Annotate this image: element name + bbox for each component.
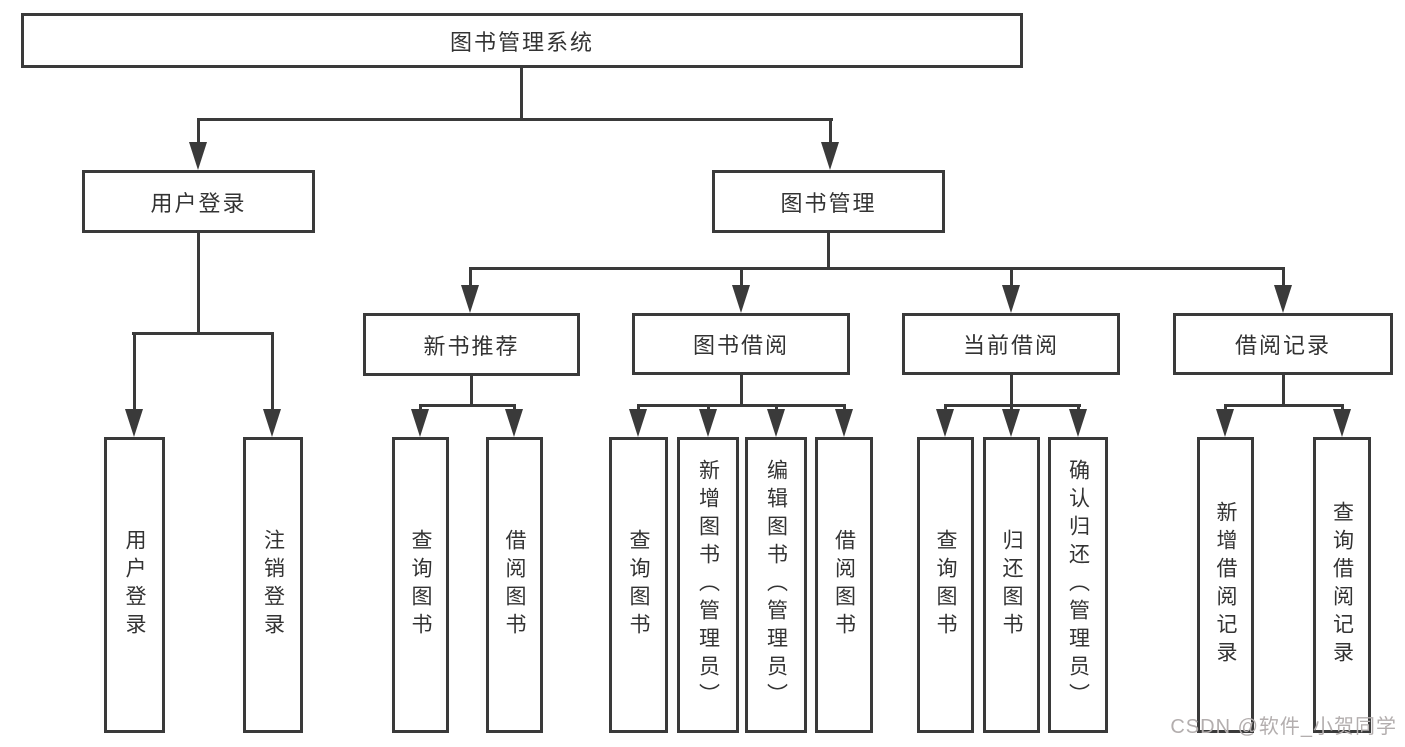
arrow-down-icon <box>629 409 647 437</box>
arrow-down-icon <box>936 409 954 437</box>
leaf-query-books-current: 查询图书 <box>917 437 974 733</box>
arrow-down-icon <box>461 285 479 313</box>
node-borrowing-records: 借阅记录 <box>1173 313 1393 375</box>
connector-line <box>740 267 743 288</box>
connector-line <box>419 404 516 407</box>
arrow-down-icon <box>125 409 143 437</box>
arrow-down-icon <box>505 409 523 437</box>
node-book-management: 图书管理 <box>712 170 945 233</box>
connector-line <box>1282 372 1285 407</box>
connector-line <box>197 233 200 334</box>
arrow-down-icon <box>1069 409 1087 437</box>
arrow-down-icon <box>1216 409 1234 437</box>
connector-line <box>132 332 274 335</box>
node-current-borrowing: 当前借阅 <box>902 313 1120 375</box>
connector-line <box>827 233 830 270</box>
arrow-down-icon <box>699 409 717 437</box>
arrow-down-icon <box>821 142 839 170</box>
connector-line <box>829 118 832 146</box>
arrow-down-icon <box>1333 409 1351 437</box>
arrow-down-icon <box>835 409 853 437</box>
connector-line <box>197 118 833 121</box>
leaf-edit-book-admin: 编辑图书（管理员） <box>745 437 807 733</box>
node-book-borrowing: 图书借阅 <box>632 313 850 375</box>
connector-line <box>197 118 200 146</box>
connector-line <box>1282 267 1285 288</box>
arrow-down-icon <box>1274 285 1292 313</box>
connector-line <box>740 373 743 407</box>
connector-line <box>470 373 473 407</box>
connector-line <box>1224 404 1344 407</box>
node-user-login: 用户登录 <box>82 170 315 233</box>
leaf-borrow-books-recommend: 借阅图书 <box>486 437 543 733</box>
connector-line <box>520 68 523 120</box>
leaf-confirm-return-admin: 确认归还（管理员） <box>1048 437 1108 733</box>
leaf-return-books: 归还图书 <box>983 437 1040 733</box>
connector-line <box>271 332 274 412</box>
arrow-down-icon <box>263 409 281 437</box>
leaf-user-login: 用户登录 <box>104 437 165 733</box>
connector-line <box>1010 267 1013 288</box>
connector-line <box>133 332 136 412</box>
arrow-down-icon <box>189 142 207 170</box>
watermark: CSDN @软件_小贺同学 <box>1170 716 1397 738</box>
leaf-query-books-recommend: 查询图书 <box>392 437 449 733</box>
leaf-query-books-borrowing: 查询图书 <box>609 437 668 733</box>
connector-line <box>1010 372 1013 407</box>
arrow-down-icon <box>1002 409 1020 437</box>
connector-line <box>469 267 472 288</box>
leaf-add-book-admin: 新增图书（管理员） <box>677 437 739 733</box>
connector-line <box>637 404 845 407</box>
arrow-down-icon <box>732 285 750 313</box>
leaf-query-borrow-record: 查询借阅记录 <box>1313 437 1371 733</box>
node-new-book-recommendation: 新书推荐 <box>363 313 580 376</box>
node-root-system: 图书管理系统 <box>21 13 1023 68</box>
leaf-add-borrow-record: 新增借阅记录 <box>1197 437 1254 733</box>
leaf-borrow-books-borrowing: 借阅图书 <box>815 437 873 733</box>
connector-line <box>469 267 1285 270</box>
arrow-down-icon <box>767 409 785 437</box>
leaf-logout: 注销登录 <box>243 437 303 733</box>
arrow-down-icon <box>1002 285 1020 313</box>
arrow-down-icon <box>411 409 429 437</box>
